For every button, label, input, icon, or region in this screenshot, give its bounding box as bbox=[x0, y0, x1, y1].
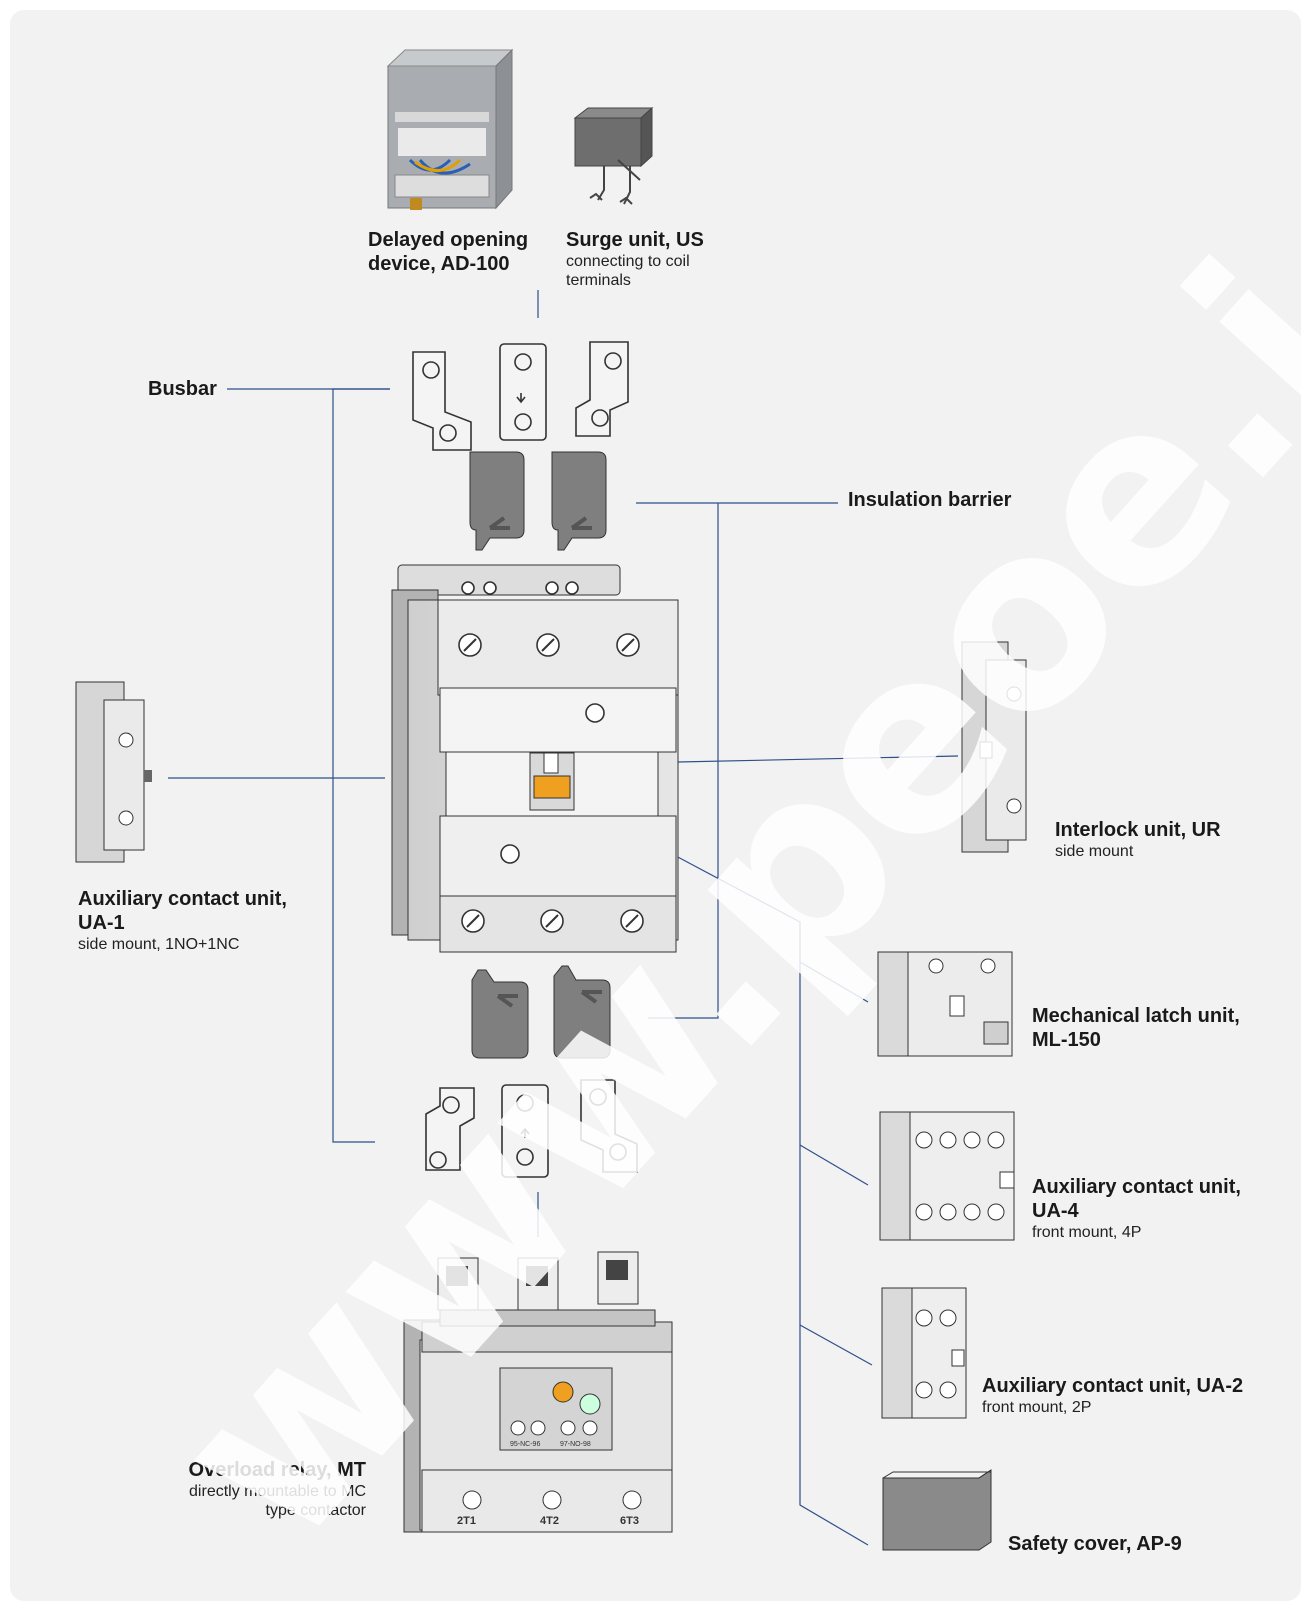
insulation-barriers-top bbox=[470, 452, 606, 550]
relay-terminal-4t2: 4T2 bbox=[540, 1515, 559, 1527]
label-overload-relay-sub2: type contactor bbox=[140, 1501, 366, 1520]
label-surge-unit-title: Surge unit, US bbox=[566, 228, 704, 252]
delayed-opening-device-image bbox=[388, 50, 512, 210]
relay-aux-nc-label: 95-NC-96 bbox=[510, 1441, 540, 1448]
label-aux-ua2-title: Auxiliary contact unit, UA-2 bbox=[982, 1374, 1243, 1398]
busbars-top bbox=[413, 342, 628, 450]
magnetic-contactor-image bbox=[392, 565, 678, 952]
label-aux-ua1: Auxiliary contact unit, UA-1 side mount,… bbox=[78, 887, 287, 954]
busbars-bottom bbox=[426, 1080, 637, 1177]
label-aux-ua4-title1: Auxiliary contact unit, bbox=[1032, 1175, 1241, 1199]
label-mech-latch: Mechanical latch unit, ML-150 bbox=[1032, 1004, 1240, 1052]
label-overload-relay: Overload relay, MT directly mountable to… bbox=[140, 1458, 366, 1520]
label-aux-ua4: Auxiliary contact unit, UA-4 front mount… bbox=[1032, 1175, 1241, 1242]
label-delayed-opening: Delayed opening device, AD-100 bbox=[368, 228, 528, 276]
label-interlock-unit-sub: side mount bbox=[1055, 842, 1221, 861]
label-surge-unit: Surge unit, US connecting to coil termin… bbox=[566, 228, 704, 290]
label-overload-relay-sub1: directly mountable to MC bbox=[140, 1482, 366, 1501]
relay-terminal-6t3: 6T3 bbox=[620, 1515, 639, 1527]
label-safety-cover: Safety cover, AP-9 bbox=[1008, 1532, 1182, 1556]
relay-aux-no-label: 97-NO-98 bbox=[560, 1441, 591, 1448]
aux-contact-ua1-image bbox=[76, 682, 152, 862]
label-insulation-barrier-title: Insulation barrier bbox=[848, 488, 1011, 512]
label-interlock-unit: Interlock unit, UR side mount bbox=[1055, 818, 1221, 861]
safety-cover-image bbox=[883, 1470, 991, 1550]
label-aux-ua4-title2: UA-4 bbox=[1032, 1199, 1241, 1223]
surge-unit-image bbox=[575, 108, 652, 204]
label-surge-unit-sub1: connecting to coil bbox=[566, 252, 704, 271]
label-interlock-unit-title: Interlock unit, UR bbox=[1055, 818, 1221, 842]
label-insulation-barrier: Insulation barrier bbox=[848, 488, 1011, 512]
label-delayed-opening-title1: Delayed opening bbox=[368, 228, 528, 252]
label-overload-relay-title: Overload relay, MT bbox=[140, 1458, 366, 1482]
label-safety-cover-title: Safety cover, AP-9 bbox=[1008, 1532, 1182, 1556]
interlock-unit-image bbox=[962, 642, 1026, 852]
label-aux-ua2: Auxiliary contact unit, UA-2 front mount… bbox=[982, 1374, 1243, 1417]
aux-contact-ua4-image bbox=[880, 1112, 1014, 1240]
overload-relay-image: 2T1 4T2 6T3 95-NC-96 97-NO-98 bbox=[404, 1252, 672, 1532]
label-mech-latch-title2: ML-150 bbox=[1032, 1028, 1240, 1052]
label-delayed-opening-title2: device, AD-100 bbox=[368, 252, 528, 276]
relay-terminal-2t1: 2T1 bbox=[457, 1515, 476, 1527]
label-aux-ua1-sub: side mount, 1NO+1NC bbox=[78, 935, 287, 954]
insulation-barriers-bottom bbox=[472, 966, 610, 1058]
aux-contact-ua2-image bbox=[882, 1288, 966, 1418]
label-mech-latch-title1: Mechanical latch unit, bbox=[1032, 1004, 1240, 1028]
mechanical-latch-image bbox=[878, 952, 1012, 1056]
label-busbar-title: Busbar bbox=[148, 377, 217, 401]
label-aux-ua2-sub: front mount, 2P bbox=[982, 1398, 1243, 1417]
label-surge-unit-sub2: terminals bbox=[566, 271, 704, 290]
label-aux-ua1-title1: Auxiliary contact unit, bbox=[78, 887, 287, 911]
label-aux-ua4-sub: front mount, 4P bbox=[1032, 1223, 1241, 1242]
label-aux-ua1-title2: UA-1 bbox=[78, 911, 287, 935]
label-busbar: Busbar bbox=[148, 377, 217, 401]
